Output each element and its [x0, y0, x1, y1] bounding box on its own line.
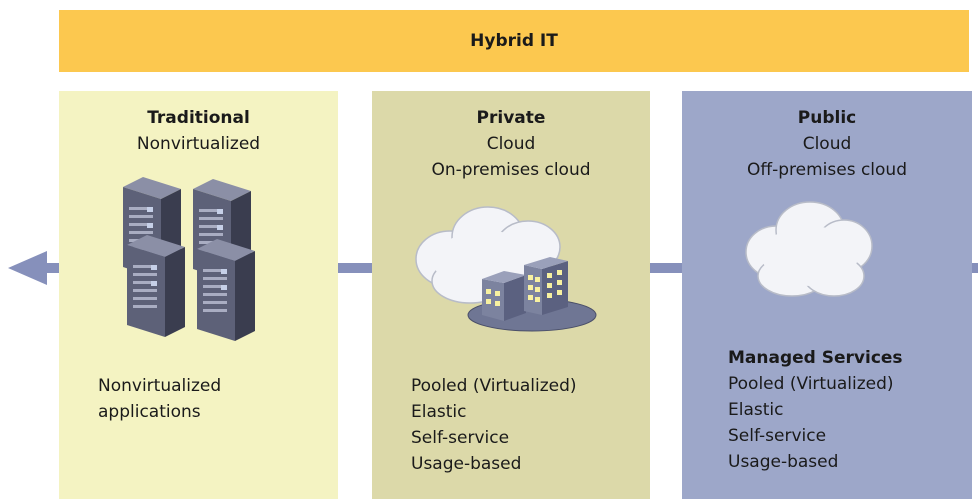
private-panel: Private Cloud On-premises cloud — [372, 91, 650, 499]
public-panel: Public Cloud Off-premises cloud Managed … — [682, 91, 972, 499]
public-subtitle: Cloud — [802, 134, 852, 154]
hybrid-it-banner: Hybrid IT — [59, 10, 969, 72]
public-item: Pooled (Virtualized) — [728, 374, 894, 394]
private-item: Elastic — [411, 402, 467, 422]
server-rack-icon — [123, 177, 255, 341]
public-item: Usage-based — [728, 452, 839, 472]
public-title: Public — [797, 108, 857, 128]
private-item: Pooled (Virtualized) — [411, 376, 577, 396]
left-arrow-icon — [8, 251, 59, 285]
office-building-icon — [467, 257, 597, 332]
connector-traditional-private — [338, 263, 372, 273]
traditional-title: Traditional — [147, 108, 250, 128]
connector-private-public — [650, 263, 682, 273]
private-item: Usage-based — [411, 454, 522, 474]
traditional-list: Nonvirtualized applications — [98, 373, 221, 425]
public-section-title: Managed Services — [728, 348, 903, 368]
private-title: Private — [476, 108, 546, 128]
public-list: Managed Services Pooled (Virtualized) El… — [728, 345, 903, 475]
cloud-icon — [745, 201, 873, 297]
private-item: Self-service — [411, 428, 510, 448]
public-item: Elastic — [728, 400, 784, 420]
public-item: Self-service — [728, 426, 827, 446]
traditional-item: applications — [98, 402, 201, 422]
banner-title: Hybrid IT — [470, 31, 558, 51]
private-list: Pooled (Virtualized) Elastic Self-servic… — [411, 373, 577, 477]
private-header: Private Cloud On-premises cloud — [372, 105, 650, 183]
traditional-item: Nonvirtualized — [98, 376, 222, 396]
private-subtitle: Cloud — [486, 134, 536, 154]
connector-public-right — [972, 263, 978, 273]
private-subtitle-2: On-premises cloud — [431, 160, 591, 180]
traditional-header: Traditional Nonvirtualized — [59, 105, 338, 157]
public-header: Public Cloud Off-premises cloud — [682, 105, 972, 183]
traditional-panel: Traditional Nonvirtualized — [59, 91, 338, 499]
public-subtitle-2: Off-premises cloud — [747, 160, 907, 180]
traditional-subtitle: Nonvirtualized — [136, 134, 261, 154]
